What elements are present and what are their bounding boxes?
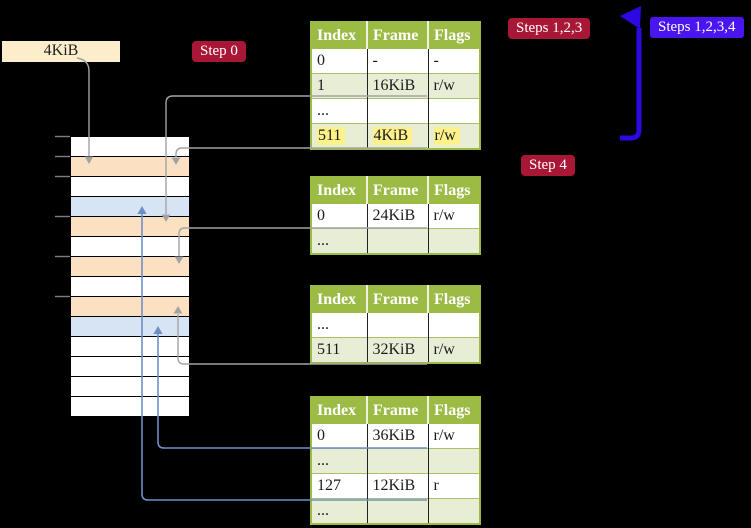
memory-tick-marks [55,135,70,298]
steps-123-label: Steps 1,2,3 [508,18,591,39]
frame-size-label: 4KiB [2,41,120,62]
highlighted-cell-value: 4KiB [372,126,413,145]
memory-frame-row [71,197,189,217]
column-header: Index [311,22,368,49]
memory-frame-row [71,317,189,337]
memory-frame-row [71,177,189,197]
memory-frame-row [71,257,189,277]
memory-frame-row [71,297,189,317]
step0-label: Step 0 [192,41,246,62]
table-row: ... [311,448,480,474]
table-row: ... [311,312,480,338]
memory-frame-row [71,217,189,237]
column-header: Frame [367,397,429,424]
physical-memory-column [70,136,190,417]
arrow-table1-row511-to-frame [171,147,427,165]
arrow-steps-1234 [620,6,642,141]
table-row: 511 4KiB r/w [311,123,480,149]
column-header: Flags [428,286,480,313]
column-header: Index [311,177,368,204]
steps-1234-label: Steps 1,2,3,4 [650,17,744,38]
table-row: ... [311,98,480,124]
highlighted-cell-value: 511 [317,126,346,145]
memory-frame-row [71,337,189,357]
column-header: Flags [428,397,480,424]
column-header: Frame [367,22,429,49]
column-header: Flags [428,22,480,49]
memory-frame-row [71,277,189,297]
column-header: Index [311,397,368,424]
memory-frame-row [71,157,189,177]
column-header: Frame [367,177,429,204]
memory-frame-row [71,237,189,257]
memory-frame-row [71,377,189,397]
column-header: Flags [428,177,480,204]
highlighted-cell-value: r/w [433,126,460,145]
memory-frame-row [71,397,189,416]
step4-label: Step 4 [521,155,575,176]
column-header: Frame [367,286,429,313]
column-header: Index [311,286,368,313]
memory-frame-row [71,357,189,377]
arrow-black-to-row511 [483,133,620,143]
table-row: ... [311,228,480,254]
table-row: ... [311,498,480,524]
memory-frame-row [71,137,189,157]
table-row: 0-- [311,48,480,74]
